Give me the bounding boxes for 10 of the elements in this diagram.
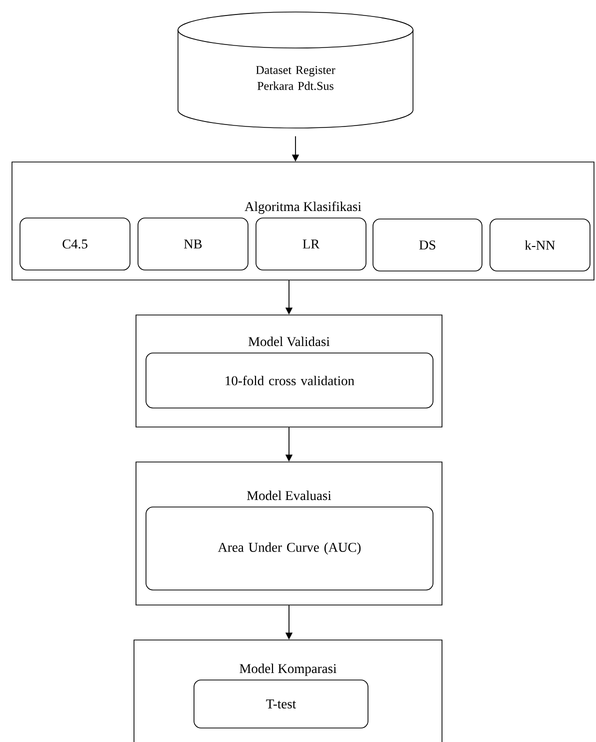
process-box: T-test [194,680,368,728]
process-box: NB [138,218,248,270]
node-label: Dataset Register Perkara Pdt.Sus [256,66,336,90]
process-box: LR [256,218,366,270]
process-box: DS [372,218,482,272]
process-box: Area Under Curve (AUC) [146,506,434,590]
database-cylinder: Dataset Register Perkara Pdt.Sus [178,12,414,128]
process-box: 10-fold cross validation [146,352,434,408]
process-box: k-NN [490,218,590,272]
process-box: C4.5 [20,218,130,270]
